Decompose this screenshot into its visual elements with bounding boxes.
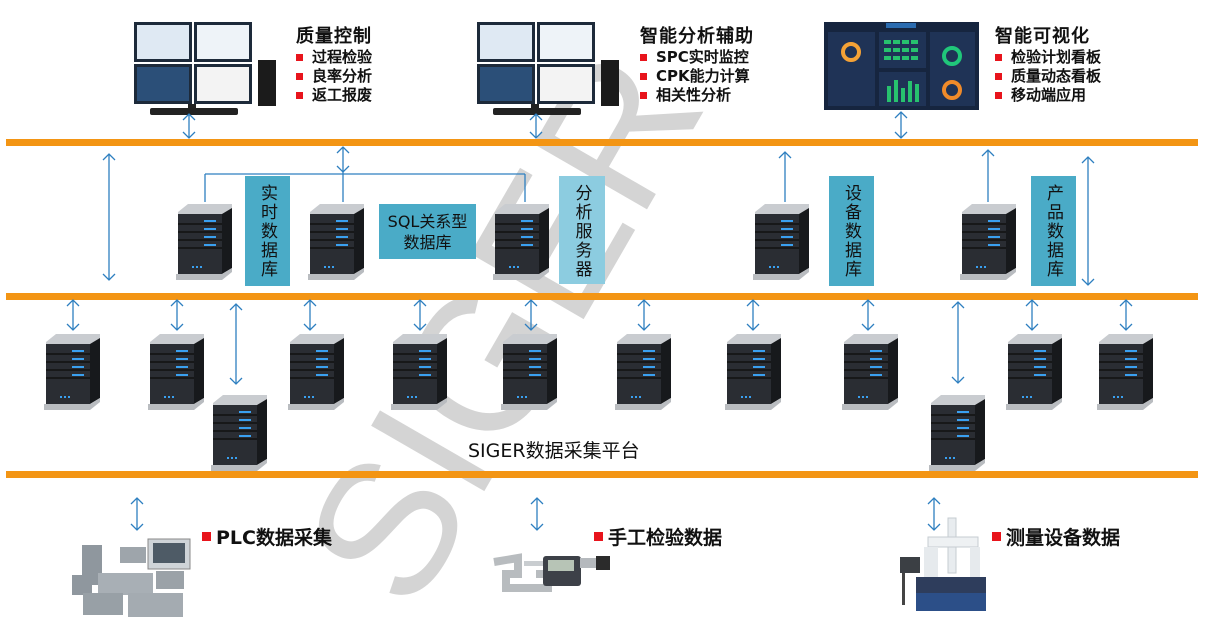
- analysis-server-icon: [491, 202, 551, 282]
- client-title: 质量控制: [296, 26, 372, 47]
- collection-platform-label: SIGER数据采集平台: [468, 440, 640, 462]
- source-measurement-equipment: 测量设备数据: [992, 523, 1120, 550]
- client-item: 相关性分析: [640, 86, 754, 105]
- sql-db-server-icon: [306, 202, 366, 282]
- dashboard-screen-icon: [824, 22, 979, 114]
- source-plc: PLC数据采集: [202, 523, 332, 550]
- collection-server-icon: [613, 332, 673, 412]
- client-item: 过程检验: [296, 48, 372, 67]
- analysis-server-label: 分析服务器: [559, 176, 605, 284]
- client-quality-control: 质量控制 过程检验 良率分析 返工报废: [296, 22, 372, 105]
- client-title: 智能分析辅助: [640, 26, 754, 47]
- application-bus: [6, 139, 1198, 146]
- micrometer-icon: [488, 548, 613, 604]
- client-visualization: 智能可视化 检验计划看板 质量动态看板 移动端应用: [995, 22, 1101, 105]
- collection-server-icon: [389, 332, 449, 412]
- workstation-icon: [130, 20, 280, 124]
- client-item: 质量动态看板: [995, 67, 1101, 86]
- realtime-db-label: 实时数据库: [245, 176, 290, 286]
- client-intelligent-analysis: 智能分析辅助 SPC实时监控 CPK能力计算 相关性分析: [640, 22, 754, 105]
- client-item: CPK能力计算: [640, 67, 754, 86]
- collection-server-icon: [1095, 332, 1155, 412]
- client-item: 良率分析: [296, 67, 372, 86]
- client-title: 智能可视化: [995, 26, 1090, 47]
- plc-device-icon: [68, 535, 193, 624]
- collection-server-icon: [42, 332, 102, 412]
- product-db-server-icon: [958, 202, 1018, 282]
- collection-server-icon: [286, 332, 346, 412]
- product-db-label: 产品数据库: [1031, 176, 1076, 286]
- sql-db-label: SQL关系型数据库: [379, 204, 476, 259]
- collection-server-icon: [146, 332, 206, 412]
- collection-server-icon: [723, 332, 783, 412]
- source-manual-inspection: 手工检验数据: [594, 523, 722, 550]
- cmm-machine-icon: [896, 515, 988, 619]
- collection-bus: [6, 471, 1198, 478]
- database-bus: [6, 293, 1198, 300]
- client-item: 返工报废: [296, 86, 372, 105]
- client-item: 检验计划看板: [995, 48, 1101, 67]
- collection-server-icon: [209, 393, 269, 473]
- client-item: 移动端应用: [995, 86, 1101, 105]
- collection-server-icon: [840, 332, 900, 412]
- client-item: SPC实时监控: [640, 48, 754, 67]
- collection-server-icon: [1004, 332, 1064, 412]
- equipment-db-label: 设备数据库: [829, 176, 874, 286]
- collection-server-icon: [499, 332, 559, 412]
- realtime-db-server-icon: [174, 202, 234, 282]
- collection-server-icon: [927, 393, 987, 473]
- workstation-icon: [473, 20, 623, 124]
- equipment-db-server-icon: [751, 202, 811, 282]
